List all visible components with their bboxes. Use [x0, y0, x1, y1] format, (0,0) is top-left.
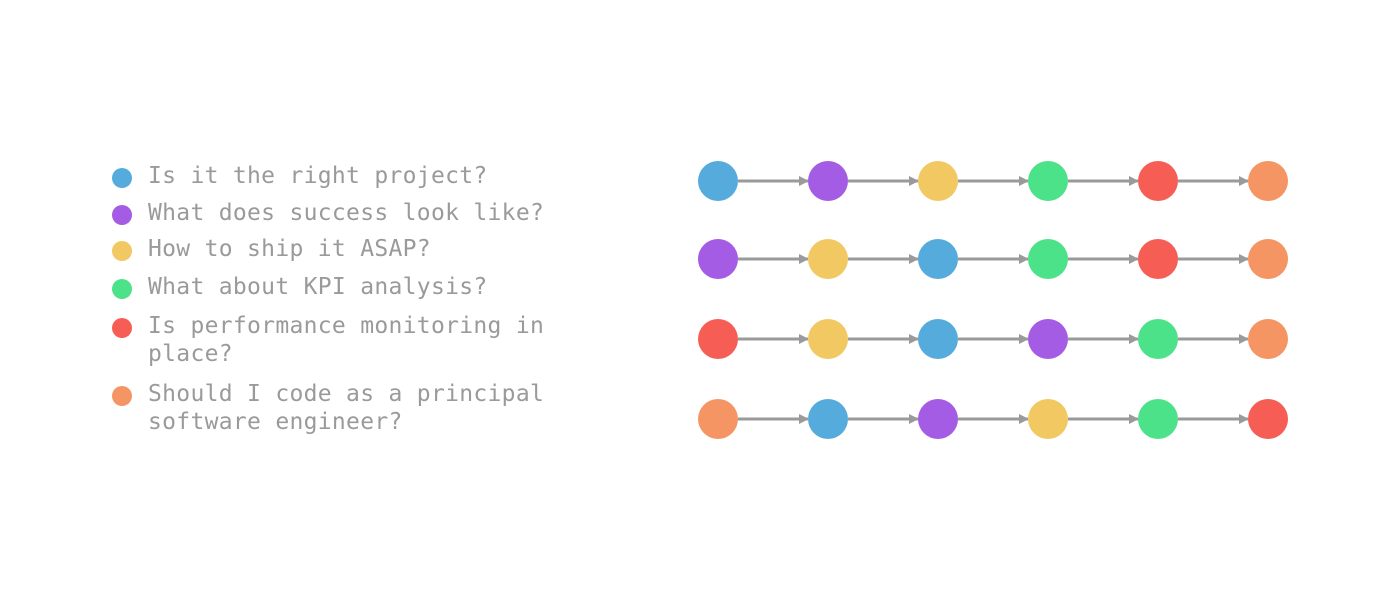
legend-item-success: What does success look like? [112, 199, 578, 227]
orange-node [1248, 161, 1288, 201]
legend-label: How to ship it ASAP? [148, 236, 431, 262]
red-node [698, 319, 738, 359]
legend-label: Is performance monitoring in place? [148, 313, 545, 367]
legend-item-principal: Should I code as a principal software en… [112, 380, 578, 436]
green-dot-icon [112, 279, 132, 299]
yellow-dot-icon [112, 241, 132, 261]
green-node [1028, 239, 1068, 279]
green-node [1028, 161, 1068, 201]
blue-dot-icon [112, 168, 132, 188]
yellow-node [808, 239, 848, 279]
orange-node [698, 399, 738, 439]
legend-label: Is it the right project? [148, 163, 488, 189]
blue-node [808, 399, 848, 439]
orange-node [1248, 239, 1288, 279]
green-node [1138, 319, 1178, 359]
legend-item-ship-asap: How to ship it ASAP? [112, 235, 578, 263]
legend-item-right-project: Is it the right project? [112, 162, 578, 190]
legend-label: What about KPI analysis? [148, 274, 488, 300]
yellow-node [918, 161, 958, 201]
sequence-row-4 [698, 399, 1288, 439]
blue-node [698, 161, 738, 201]
purple-dot-icon [112, 205, 132, 225]
sequence-row-1 [698, 161, 1288, 201]
green-node [1138, 399, 1178, 439]
yellow-node [808, 319, 848, 359]
legend-item-monitoring: Is performance monitoring in place? [112, 312, 578, 368]
red-node [1248, 399, 1288, 439]
blue-node [918, 319, 958, 359]
purple-node [808, 161, 848, 201]
legend-label: What does success look like? [148, 200, 545, 226]
purple-node [698, 239, 738, 279]
red-node [1138, 239, 1178, 279]
sequence-row-2 [698, 239, 1288, 279]
legend-label: Should I code as a principal software en… [148, 381, 545, 435]
blue-node [918, 239, 958, 279]
red-node [1138, 161, 1178, 201]
purple-node [1028, 319, 1068, 359]
legend-item-kpi: What about KPI analysis? [112, 273, 578, 301]
orange-dot-icon [112, 386, 132, 406]
purple-node [918, 399, 958, 439]
orange-node [1248, 319, 1288, 359]
sequence-row-3 [698, 319, 1288, 359]
yellow-node [1028, 399, 1068, 439]
red-dot-icon [112, 318, 132, 338]
